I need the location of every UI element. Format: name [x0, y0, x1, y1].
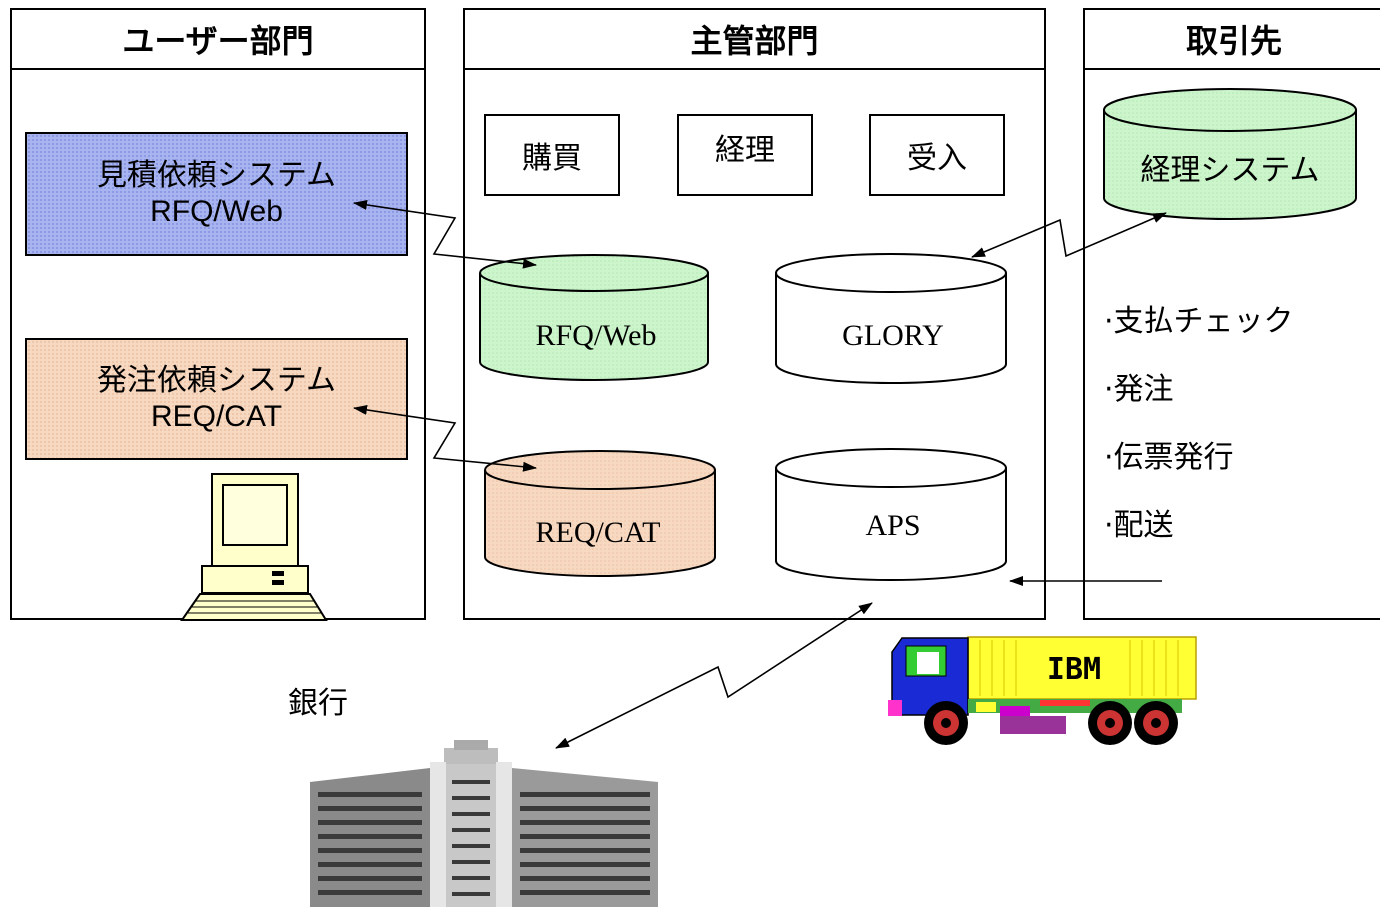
arrow-bank-to-aps	[555, 602, 873, 749]
department-box-purchasing: 購買	[484, 114, 620, 196]
req-cat-database-label: REQ/CAT	[535, 516, 660, 549]
quote-request-system-box: 見積依頼システム RFQ/Web	[25, 132, 408, 256]
arrow-order-to-req	[353, 404, 537, 472]
department-label-accounting: 経理	[715, 133, 775, 168]
aps-database-label: APS	[865, 509, 920, 542]
department-box-accounting: 経理	[677, 114, 813, 196]
order-request-system-name: 発注依頼システム	[96, 364, 337, 397]
rfq-web-database: RFQ/Web	[479, 254, 709, 381]
aps-database: APS	[775, 448, 1007, 581]
main-department-title: 主管部門	[465, 10, 1044, 70]
quote-request-system-name: 見積依頼システム	[96, 159, 337, 192]
glory-database-label: GLORY	[842, 319, 944, 352]
department-box-receiving: 受入	[869, 114, 1005, 196]
req-cat-database: REQ/CAT	[484, 450, 716, 577]
bank-building-icon	[310, 740, 658, 907]
quote-request-system-code: RFQ/Web	[150, 195, 283, 228]
partner-task-delivery: ·配送	[1104, 508, 1174, 543]
partner-task-ordering: ·発注	[1104, 372, 1174, 407]
glory-database: GLORY	[775, 253, 1007, 384]
order-request-system-box: 発注依頼システム REQ/CAT	[25, 338, 408, 460]
computer-icon	[180, 473, 328, 621]
rfq-web-database-label: RFQ/Web	[536, 319, 657, 352]
partner-accounting-database-label: 経理システム	[1140, 153, 1319, 188]
partner-accounting-database: 経理システム	[1103, 88, 1357, 220]
partner-title: 取引先	[1085, 10, 1380, 70]
department-label-purchasing: 購買	[522, 141, 582, 176]
partner-task-payment-check: ·支払チェック	[1104, 304, 1294, 339]
order-request-system-code: REQ/CAT	[150, 400, 283, 433]
user-department-title: ユーザー部門	[12, 10, 424, 70]
arrow-glory-to-partner	[971, 212, 1167, 258]
arrow-quote-to-rfq	[353, 199, 537, 269]
department-label-receiving: 受入	[907, 141, 967, 176]
bank-label: 銀行	[288, 686, 348, 721]
truck-cargo-label: IBM	[1047, 652, 1101, 687]
partner-task-slip-issue: ·伝票発行	[1104, 440, 1234, 475]
delivery-truck-icon: IBM	[888, 636, 1197, 745]
